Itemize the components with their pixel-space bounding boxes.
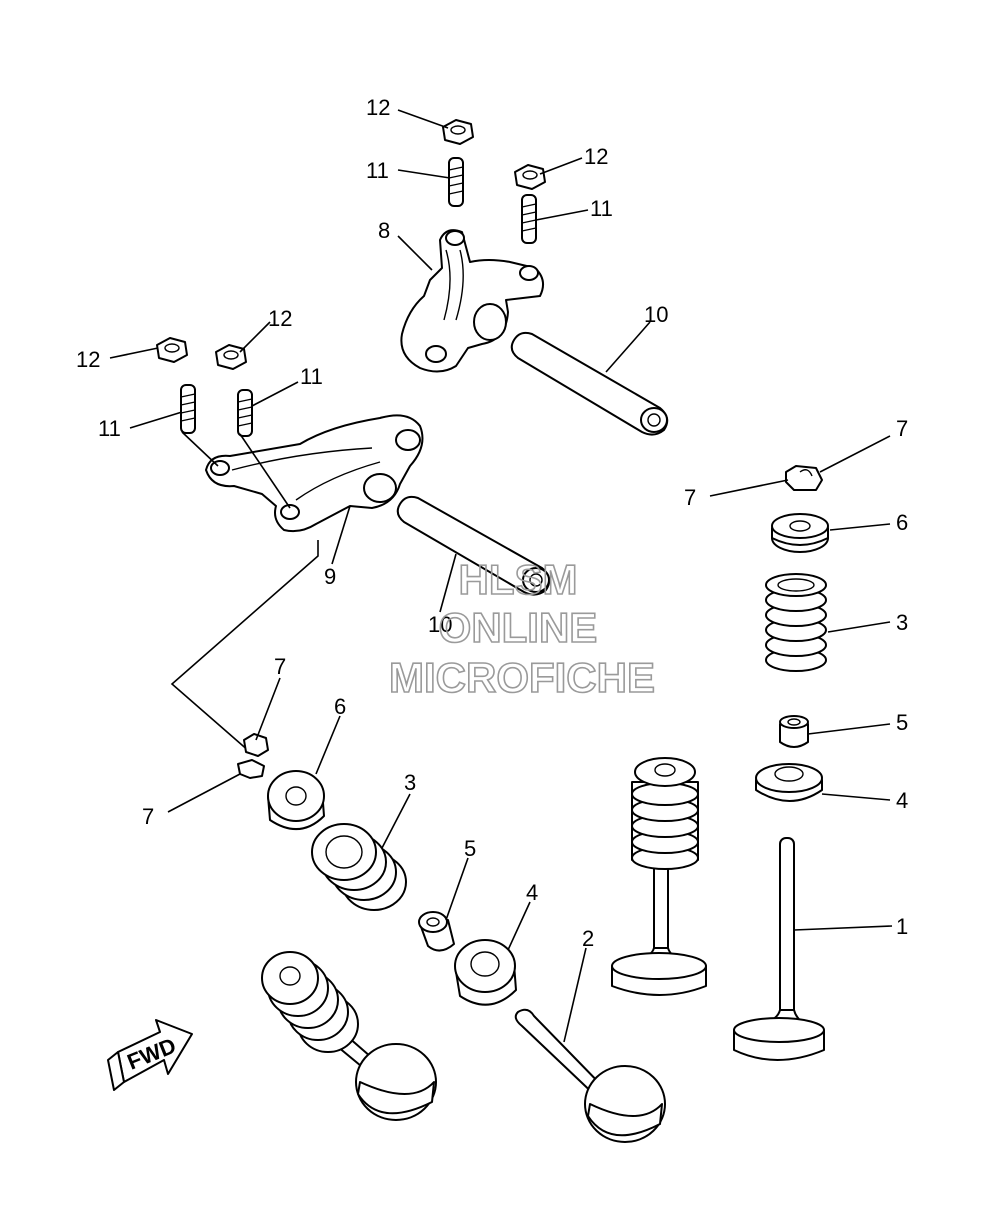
callout-12[interactable]: 12 bbox=[76, 347, 100, 372]
part-10-rocker-shaft-lower[interactable] bbox=[396, 495, 551, 596]
callout-10[interactable]: 10 bbox=[428, 612, 452, 637]
part-7-valve-cotter-left-lower[interactable] bbox=[237, 759, 265, 779]
part-2-valve-left[interactable] bbox=[514, 1008, 666, 1143]
watermark-line3: MICROFICHE bbox=[389, 654, 655, 701]
callout-7[interactable]: 7 bbox=[896, 416, 908, 441]
watermark-line2: ONLINE bbox=[439, 604, 598, 651]
callout-4[interactable]: 4 bbox=[896, 788, 908, 813]
callout-leaders bbox=[109, 109, 893, 1043]
callout-11[interactable]: 11 bbox=[300, 364, 323, 389]
callout-10[interactable]: 10 bbox=[644, 302, 668, 327]
part-12-nut-upper-left[interactable] bbox=[442, 119, 474, 145]
part-6-spring-retainer-right[interactable] bbox=[771, 513, 829, 553]
callout-12[interactable]: 12 bbox=[366, 95, 390, 120]
watermark: HLSM ONLINE MICROFICHE bbox=[388, 555, 656, 702]
part-4-spring-seat-left[interactable] bbox=[454, 939, 517, 1006]
callout-11[interactable]: 11 bbox=[366, 158, 389, 183]
part-10-rocker-shaft-upper[interactable] bbox=[510, 331, 669, 436]
part-11-adjuster-screw-left-outer[interactable] bbox=[180, 384, 196, 434]
callout-7[interactable]: 7 bbox=[274, 654, 286, 679]
part-5-valve-stem-seal-left[interactable] bbox=[418, 911, 455, 952]
callout-11[interactable]: 11 bbox=[590, 196, 613, 221]
callout-2[interactable]: 2 bbox=[582, 926, 594, 951]
callout-3[interactable]: 3 bbox=[896, 610, 908, 635]
callout-6[interactable]: 6 bbox=[896, 510, 908, 535]
part-4-spring-seat-right[interactable] bbox=[755, 763, 823, 802]
part-12-nut-left-inner[interactable] bbox=[215, 344, 247, 370]
part-7-valve-cotter-right[interactable] bbox=[785, 465, 823, 491]
part-12-nut-left-outer[interactable] bbox=[156, 337, 188, 363]
assembled-valve-right bbox=[611, 757, 707, 996]
part-8-rocker-arm-upper[interactable] bbox=[400, 229, 545, 373]
callout-7[interactable]: 7 bbox=[684, 485, 696, 510]
part-11-adjuster-screw-upper-left[interactable] bbox=[448, 157, 464, 207]
callout-4[interactable]: 4 bbox=[526, 880, 538, 905]
watermark-line1: HLSM bbox=[459, 556, 578, 603]
callout-8[interactable]: 8 bbox=[378, 218, 390, 243]
callout-1[interactable]: 1 bbox=[896, 914, 908, 939]
fwd-arrow-icon: FWD bbox=[107, 1019, 193, 1091]
part-3-valve-spring-right[interactable] bbox=[765, 573, 827, 672]
part-12-nut-upper-right[interactable] bbox=[514, 164, 546, 190]
callout-3[interactable]: 3 bbox=[404, 770, 416, 795]
part-7-valve-cotter-left-upper[interactable] bbox=[243, 733, 269, 757]
callout-9[interactable]: 9 bbox=[324, 564, 336, 589]
part-9-rocker-arm-lower[interactable] bbox=[205, 414, 424, 533]
part-11-adjuster-screw-upper-right[interactable] bbox=[521, 194, 537, 244]
part-6-spring-retainer-left[interactable] bbox=[267, 770, 325, 831]
callout-5[interactable]: 5 bbox=[896, 710, 908, 735]
callout-12[interactable]: 12 bbox=[584, 144, 608, 169]
callout-6[interactable]: 6 bbox=[334, 694, 346, 719]
callout-7[interactable]: 7 bbox=[142, 804, 154, 829]
part-1-valve-right[interactable] bbox=[733, 837, 825, 1061]
part-5-valve-stem-seal-right[interactable] bbox=[779, 715, 809, 748]
part-11-adjuster-screw-left-inner[interactable] bbox=[237, 389, 253, 437]
callout-numbers: 12 11 12 11 8 10 12 12 11 11 9 10 7 7 6 … bbox=[76, 95, 908, 951]
callout-5[interactable]: 5 bbox=[464, 836, 476, 861]
assembled-valve-left bbox=[261, 951, 437, 1121]
callout-11[interactable]: 11 bbox=[98, 416, 121, 441]
assembly-leader-line bbox=[170, 540, 319, 753]
part-3-valve-spring-left[interactable] bbox=[311, 823, 407, 911]
callout-12[interactable]: 12 bbox=[268, 306, 292, 331]
